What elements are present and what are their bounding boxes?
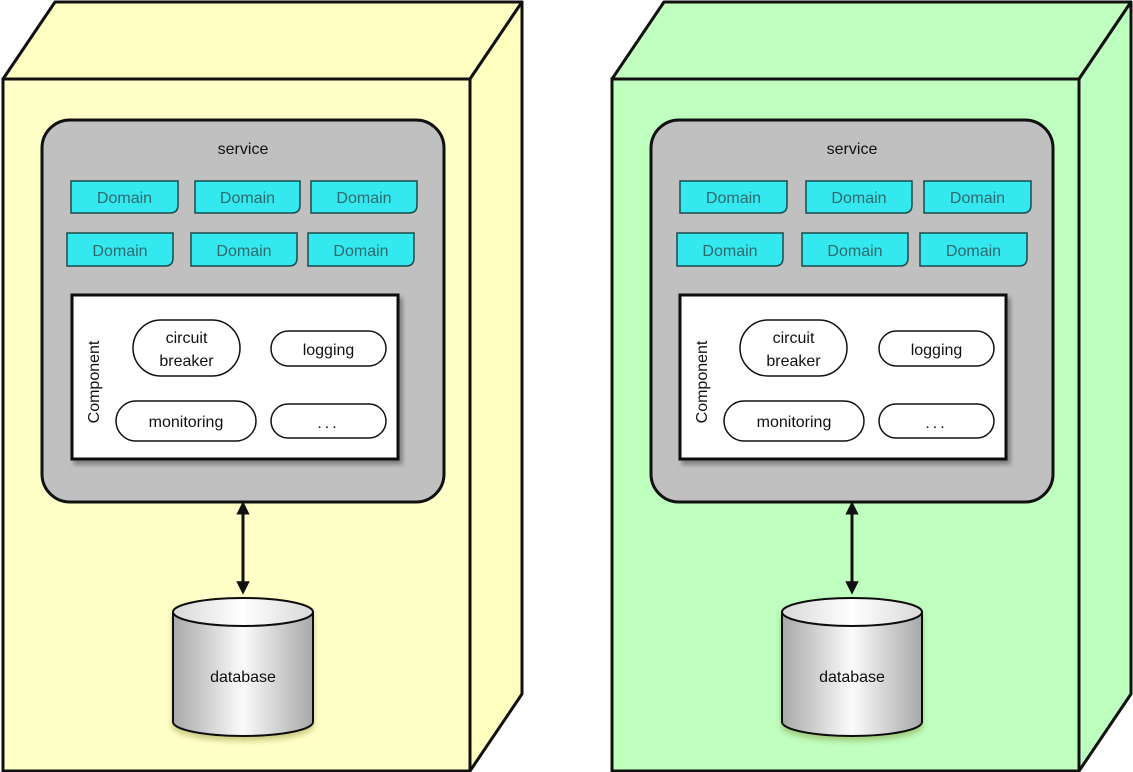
database-label: database — [819, 669, 885, 686]
component-title: Component — [694, 340, 711, 423]
database-cylinder[interactable]: database — [781, 597, 923, 737]
service-container: service Domain Domain Domain Domain — [649, 118, 1055, 504]
item-label: ... — [925, 415, 947, 432]
item-label-line2: breaker — [159, 353, 214, 370]
domain-grid: Domain Domain Domain Domain Domain — [66, 180, 418, 267]
domain-label: Domain — [333, 243, 388, 260]
component-box: Component circuit breaker logging monito… — [678, 293, 1008, 461]
item-label: monitoring — [149, 414, 224, 431]
item-label-line1: circuit — [773, 330, 815, 347]
domain-label: Domain — [950, 190, 1005, 207]
domain-label: Domain — [336, 190, 391, 207]
panel-left: service Domain Domain Domain Domain — [1, 0, 524, 772]
component-item-monitoring[interactable]: monitoring — [115, 400, 257, 442]
domain-box[interactable]: Domain — [66, 232, 174, 267]
item-label: monitoring — [757, 414, 832, 431]
item-label-line2: breaker — [766, 353, 821, 370]
domain-box[interactable]: Domain — [70, 180, 179, 214]
service-title: service — [218, 141, 269, 158]
domain-box[interactable]: Domain — [194, 180, 301, 214]
domain-box[interactable]: Domain — [919, 232, 1028, 267]
database-cylinder[interactable]: database — [172, 597, 314, 737]
domain-label: Domain — [946, 243, 1001, 260]
component-item-logging[interactable]: logging — [878, 330, 995, 367]
domain-label: Domain — [702, 243, 757, 260]
domain-box[interactable]: Domain — [307, 232, 415, 267]
component-item-more[interactable]: ... — [270, 403, 387, 439]
box-top-face — [610, 0, 1133, 81]
box-top-face — [1, 0, 524, 81]
panel-right: service Domain Domain Domain Domain — [610, 0, 1133, 772]
domain-label: Domain — [220, 190, 275, 207]
domain-box[interactable]: Domain — [676, 232, 784, 267]
item-label: logging — [303, 342, 355, 359]
component-item-monitoring[interactable]: monitoring — [723, 400, 865, 442]
item-label-line1: circuit — [166, 330, 208, 347]
component-box: Component circuit breaker logging monito… — [70, 293, 400, 461]
component-item-logging[interactable]: logging — [270, 330, 387, 367]
domain-grid: Domain Domain Domain Domain Domain — [676, 180, 1032, 267]
component-title: Component — [86, 340, 103, 423]
service-container: service Domain Domain Domain Domain — [40, 118, 446, 504]
domain-box[interactable]: Domain — [805, 180, 913, 214]
box-side-face — [1077, 0, 1133, 772]
service-title: service — [827, 141, 878, 158]
database-label: database — [210, 669, 276, 686]
component-item-circuit-breaker[interactable]: circuit breaker — [132, 319, 241, 377]
domain-label: Domain — [216, 243, 271, 260]
component-item-circuit-breaker[interactable]: circuit breaker — [739, 319, 848, 377]
domain-box[interactable]: Domain — [190, 232, 298, 267]
domain-label: Domain — [706, 190, 761, 207]
domain-box[interactable]: Domain — [923, 180, 1032, 214]
domain-box[interactable]: Domain — [679, 180, 788, 214]
domain-box[interactable]: Domain — [310, 180, 418, 214]
item-label: ... — [317, 415, 339, 432]
box-side-face — [468, 0, 524, 772]
domain-label: Domain — [831, 190, 886, 207]
item-label: logging — [911, 342, 963, 359]
domain-label: Domain — [92, 243, 147, 260]
domain-label: Domain — [827, 243, 882, 260]
domain-label: Domain — [97, 190, 152, 207]
domain-box[interactable]: Domain — [801, 232, 909, 267]
component-item-more[interactable]: ... — [878, 403, 995, 439]
